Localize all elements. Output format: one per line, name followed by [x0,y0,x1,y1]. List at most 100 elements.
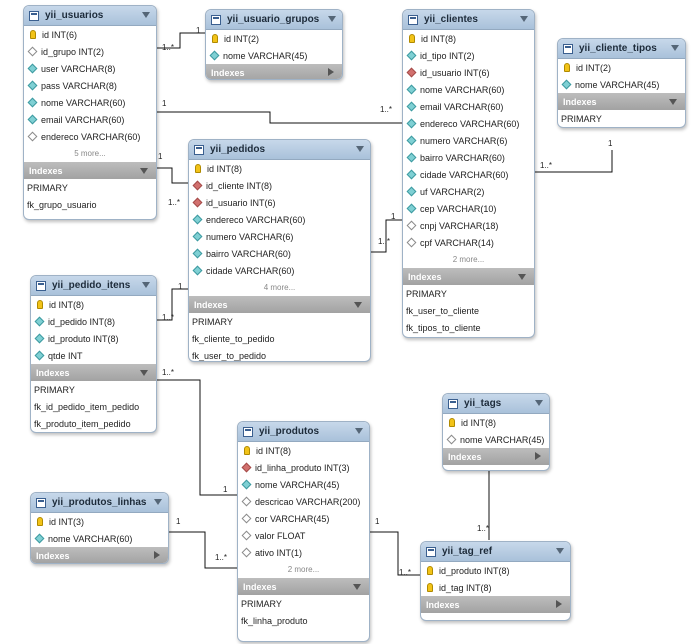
column-row[interactable]: qtde INT [31,347,156,364]
index-row[interactable]: fk_grupo_usuario [27,199,97,210]
column-row[interactable]: valor FLOAT [238,527,369,544]
index-row[interactable]: fk_cliente_to_pedido [192,333,275,344]
collapse-arrow-icon[interactable] [354,302,362,308]
column-row[interactable]: id INT(8) [403,30,534,47]
table-header[interactable]: yii_usuario_grupos [206,10,342,30]
column-row[interactable]: nome VARCHAR(45) [206,47,342,64]
column-row[interactable]: endereco VARCHAR(60) [403,115,534,132]
collapse-arrow-icon[interactable] [142,12,150,18]
table-header[interactable]: yii_tags [443,394,549,414]
indexes-header[interactable]: Indexes [238,578,369,595]
collapse-arrow-icon[interactable] [535,400,543,406]
column-row[interactable]: cnpj VARCHAR(18) [403,217,534,234]
expand-arrow-icon[interactable] [154,551,160,559]
collapse-arrow-icon[interactable] [142,282,150,288]
column-row[interactable]: id_linha_produto INT(3) [238,459,369,476]
more-columns[interactable]: 2 more... [452,255,485,264]
collapse-arrow-icon[interactable] [140,370,148,376]
index-row[interactable]: PRIMARY [34,384,75,395]
table-header[interactable]: yii_tag_ref [421,542,570,562]
column-row[interactable]: user VARCHAR(8) [24,60,156,77]
table-header[interactable]: yii_produtos [238,422,369,442]
table-header[interactable]: yii_produtos_linhas [31,493,168,513]
indexes-header[interactable]: Indexes [189,296,370,313]
column-row[interactable]: nome VARCHAR(45) [558,76,685,93]
column-row[interactable]: nome VARCHAR(60) [403,81,534,98]
table-header[interactable]: yii_cliente_tipos [558,39,685,59]
indexes-header[interactable]: Indexes [443,448,549,465]
table-header[interactable]: yii_pedido_itens [31,276,156,296]
more-columns[interactable]: 2 more... [287,565,320,574]
column-row[interactable]: id INT(8) [443,414,549,431]
column-row[interactable]: numero VARCHAR(6) [403,132,534,149]
index-row[interactable]: fk_user_to_cliente [406,305,480,316]
column-row[interactable]: cor VARCHAR(45) [238,510,369,527]
index-row[interactable]: fk_id_pedido_item_pedido [34,401,140,412]
collapse-arrow-icon[interactable] [356,146,364,152]
index-row[interactable]: PRIMARY [192,316,233,327]
column-row[interactable]: id_tipo INT(2) [403,47,534,64]
indexes-header[interactable]: Indexes [31,364,156,381]
collapse-arrow-icon[interactable] [140,168,148,174]
index-row[interactable]: fk_produto_item_pedido [34,418,131,429]
collapse-arrow-icon[interactable] [154,499,162,505]
column-row[interactable]: id INT(2) [206,30,342,47]
index-row[interactable]: PRIMARY [406,288,447,299]
collapse-arrow-icon[interactable] [669,99,677,105]
collapse-arrow-icon[interactable] [520,16,528,22]
column-row[interactable]: nome VARCHAR(45) [443,431,549,448]
column-row[interactable]: id_produto INT(8) [31,330,156,347]
column-row[interactable]: id INT(2) [558,59,685,76]
column-row[interactable]: id_usuario INT(6) [403,64,534,81]
column-row[interactable]: cpf VARCHAR(14) [403,234,534,251]
column-row[interactable]: ativo INT(1) [238,544,369,561]
column-row[interactable]: cidade VARCHAR(60) [189,262,370,279]
collapse-arrow-icon[interactable] [671,45,679,51]
column-row[interactable]: id_produto INT(8) [421,562,570,579]
collapse-arrow-icon[interactable] [355,428,363,434]
index-row[interactable]: PRIMARY [241,598,282,609]
column-row[interactable]: uf VARCHAR(2) [403,183,534,200]
table-header[interactable]: yii_clientes [403,10,534,30]
indexes-header[interactable]: Indexes [206,64,342,79]
column-row[interactable]: id INT(8) [189,160,370,177]
indexes-header[interactable]: Indexes [31,547,168,563]
column-row[interactable]: id INT(8) [31,296,156,313]
column-row[interactable]: id INT(6) [24,26,156,43]
more-columns[interactable]: 4 more... [263,283,296,292]
column-row[interactable]: descricao VARCHAR(200) [238,493,369,510]
column-row[interactable]: nome VARCHAR(60) [24,94,156,111]
column-row[interactable]: nome VARCHAR(60) [31,530,168,547]
index-row[interactable]: PRIMARY [27,182,68,193]
index-row[interactable]: fk_linha_produto [241,615,308,626]
expand-arrow-icon[interactable] [535,452,541,460]
index-row[interactable]: PRIMARY [561,113,602,124]
indexes-header[interactable]: Indexes [558,93,685,110]
column-row[interactable]: cep VARCHAR(10) [403,200,534,217]
column-row[interactable]: id_usuario INT(6) [189,194,370,211]
column-row[interactable]: pass VARCHAR(8) [24,77,156,94]
indexes-header[interactable]: Indexes [421,596,570,613]
column-row[interactable]: id_pedido INT(8) [31,313,156,330]
indexes-header[interactable]: Indexes [403,268,534,285]
column-row[interactable]: endereco VARCHAR(60) [189,211,370,228]
column-row[interactable]: numero VARCHAR(6) [189,228,370,245]
column-row[interactable]: bairro VARCHAR(60) [403,149,534,166]
index-row[interactable]: fk_user_to_pedido [192,350,267,361]
column-row[interactable]: bairro VARCHAR(60) [189,245,370,262]
collapse-arrow-icon[interactable] [518,274,526,280]
table-header[interactable]: yii_usuarios [24,6,156,26]
column-row[interactable]: nome VARCHAR(45) [238,476,369,493]
column-row[interactable]: cidade VARCHAR(60) [403,166,534,183]
column-row[interactable]: email VARCHAR(60) [403,98,534,115]
column-row[interactable]: id_cliente INT(8) [189,177,370,194]
indexes-header[interactable]: Indexes [24,162,156,179]
